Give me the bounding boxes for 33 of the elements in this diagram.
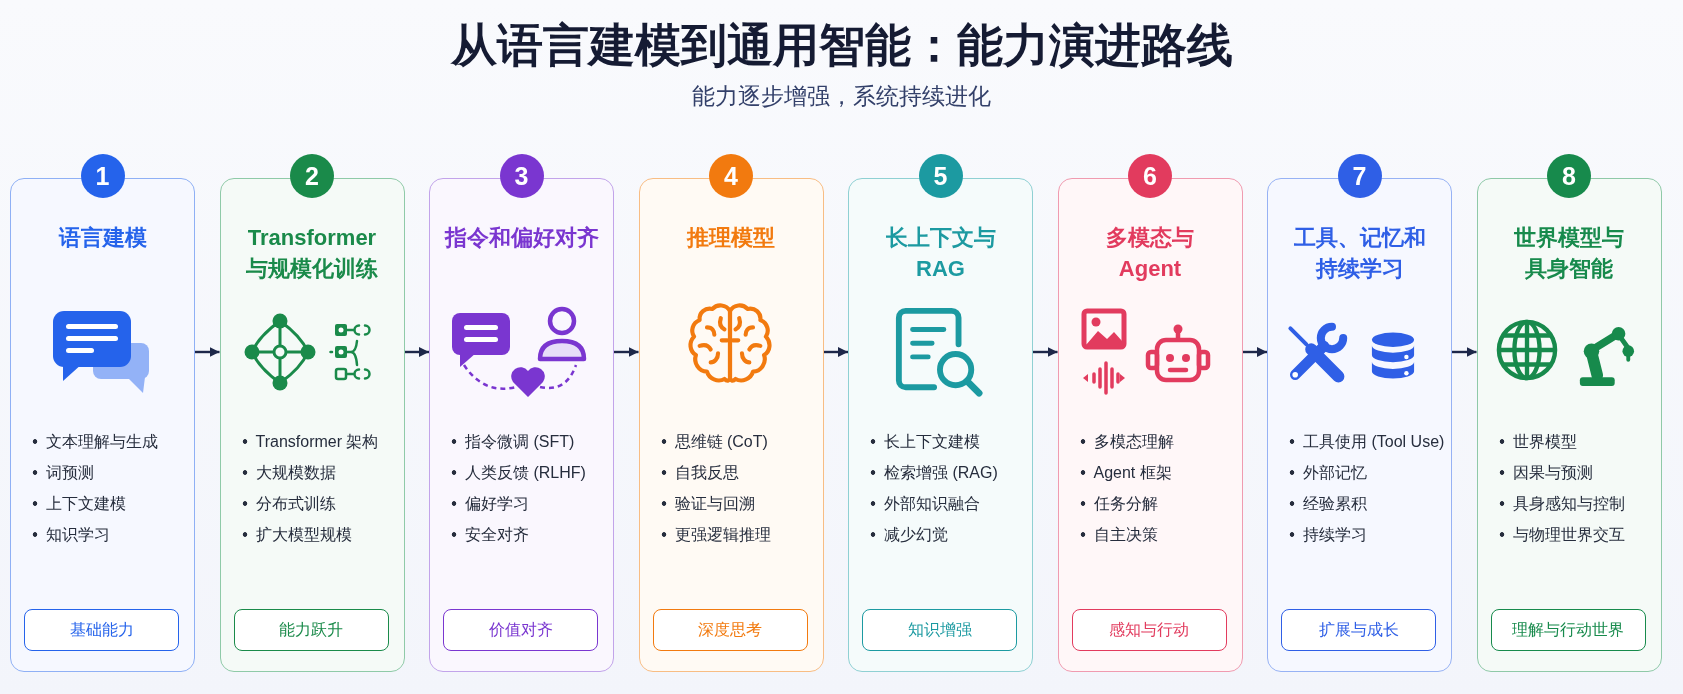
step-number-circle: 6 — [1128, 154, 1172, 198]
step-number-circle: 3 — [499, 154, 544, 198]
step-number-circle: 5 — [918, 154, 963, 198]
card-title: 指令和偏好对齐 — [444, 224, 599, 252]
arrow — [614, 347, 639, 357]
tag-box: 深度思考 — [652, 609, 808, 652]
step-number-circle: 2 — [290, 154, 334, 198]
card-title: 世界模型与具身智能 — [1513, 224, 1625, 283]
tag-box: 价值对齐 — [443, 609, 599, 652]
arrow — [823, 347, 848, 357]
diagram-title: 从语言建模到通用智能：能力演进路线 — [450, 18, 1233, 73]
card-title: Transformer 与规模化训练 — [245, 224, 379, 283]
tag-box: 扩展与成长 — [1281, 609, 1437, 652]
arrow — [195, 347, 220, 357]
card-title: 多模态与 Agent — [1105, 224, 1195, 283]
tag-box: 理解与行动世界 — [1490, 609, 1646, 652]
arrow — [1452, 347, 1477, 357]
arrow — [1033, 347, 1058, 357]
step-number-circle: 8 — [1547, 154, 1591, 198]
step-number-circle: 1 — [80, 154, 125, 198]
card-title: 工具、记忆和持续学习 — [1292, 224, 1427, 283]
step-number-circle: 7 — [1337, 154, 1382, 198]
tag-box: 感知与行动 — [1071, 609, 1227, 652]
step-number-circle: 4 — [709, 154, 753, 198]
card-title: 长上下文与 RAG — [884, 224, 997, 283]
tag-box: 基础能力 — [24, 609, 180, 652]
arrow — [404, 347, 429, 357]
tag-box: 知识增强 — [862, 609, 1018, 652]
tag-box: 能力跃升 — [233, 609, 389, 652]
subtitle: 能力逐步增强，系统持续进化 — [692, 82, 991, 111]
arrow — [1242, 347, 1267, 357]
card-title: 推理模型 — [687, 224, 775, 252]
card-title: 语言建模 — [58, 224, 147, 252]
